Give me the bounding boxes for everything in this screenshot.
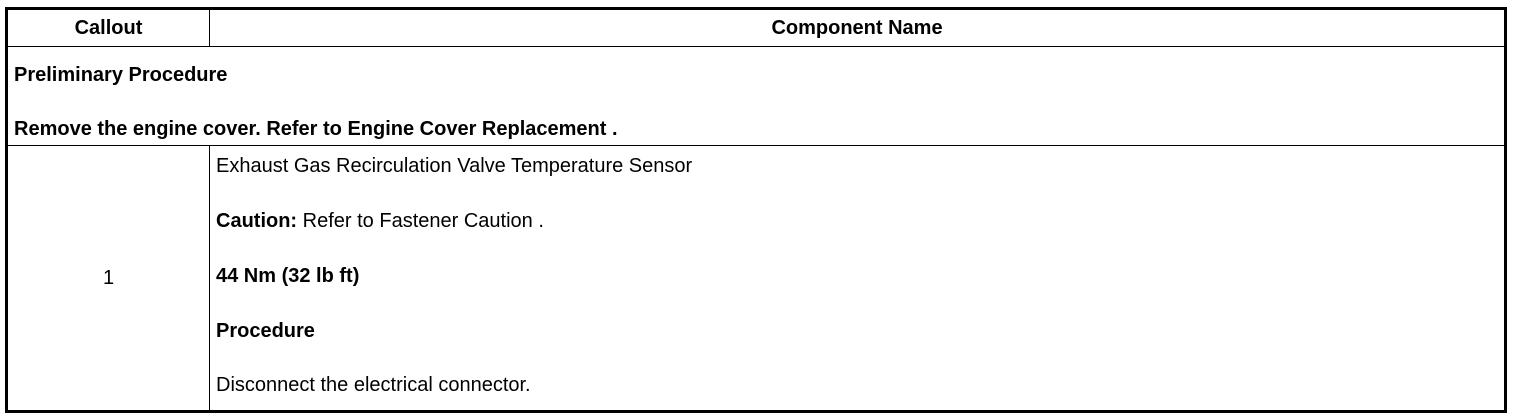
caution-label: Caution: [216, 210, 298, 232]
caution-text: Refer to Fastener Caution . [297, 210, 544, 232]
component-name: Exhaust Gas Recirculation Valve Temperat… [216, 155, 693, 177]
preliminary-row: Preliminary Procedure Remove the engine … [6, 46, 1506, 146]
caution-line: Caution: Refer to Fastener Caution . [216, 201, 1504, 256]
preliminary-instruction: Remove the engine cover. Refer to Engine… [14, 118, 618, 140]
callout-number: 1 [6, 145, 210, 412]
header-callout: Callout [6, 8, 210, 47]
procedure-label: Procedure [216, 320, 315, 342]
header-component-name: Component Name [209, 8, 1506, 47]
preliminary-title: Preliminary Procedure [14, 64, 228, 86]
torque-spec: 44 Nm (32 lb ft) [216, 265, 360, 287]
component-cell: Exhaust Gas Recirculation Valve Temperat… [209, 145, 1506, 412]
table-row: 1 Exhaust Gas Recirculation Valve Temper… [6, 145, 1506, 412]
procedure-step: Disconnect the electrical connector. [216, 374, 531, 396]
table-header-row: Callout Component Name [6, 8, 1506, 47]
preliminary-cell: Preliminary Procedure Remove the engine … [6, 46, 1506, 146]
component-table: Callout Component Name Preliminary Proce… [5, 7, 1507, 413]
